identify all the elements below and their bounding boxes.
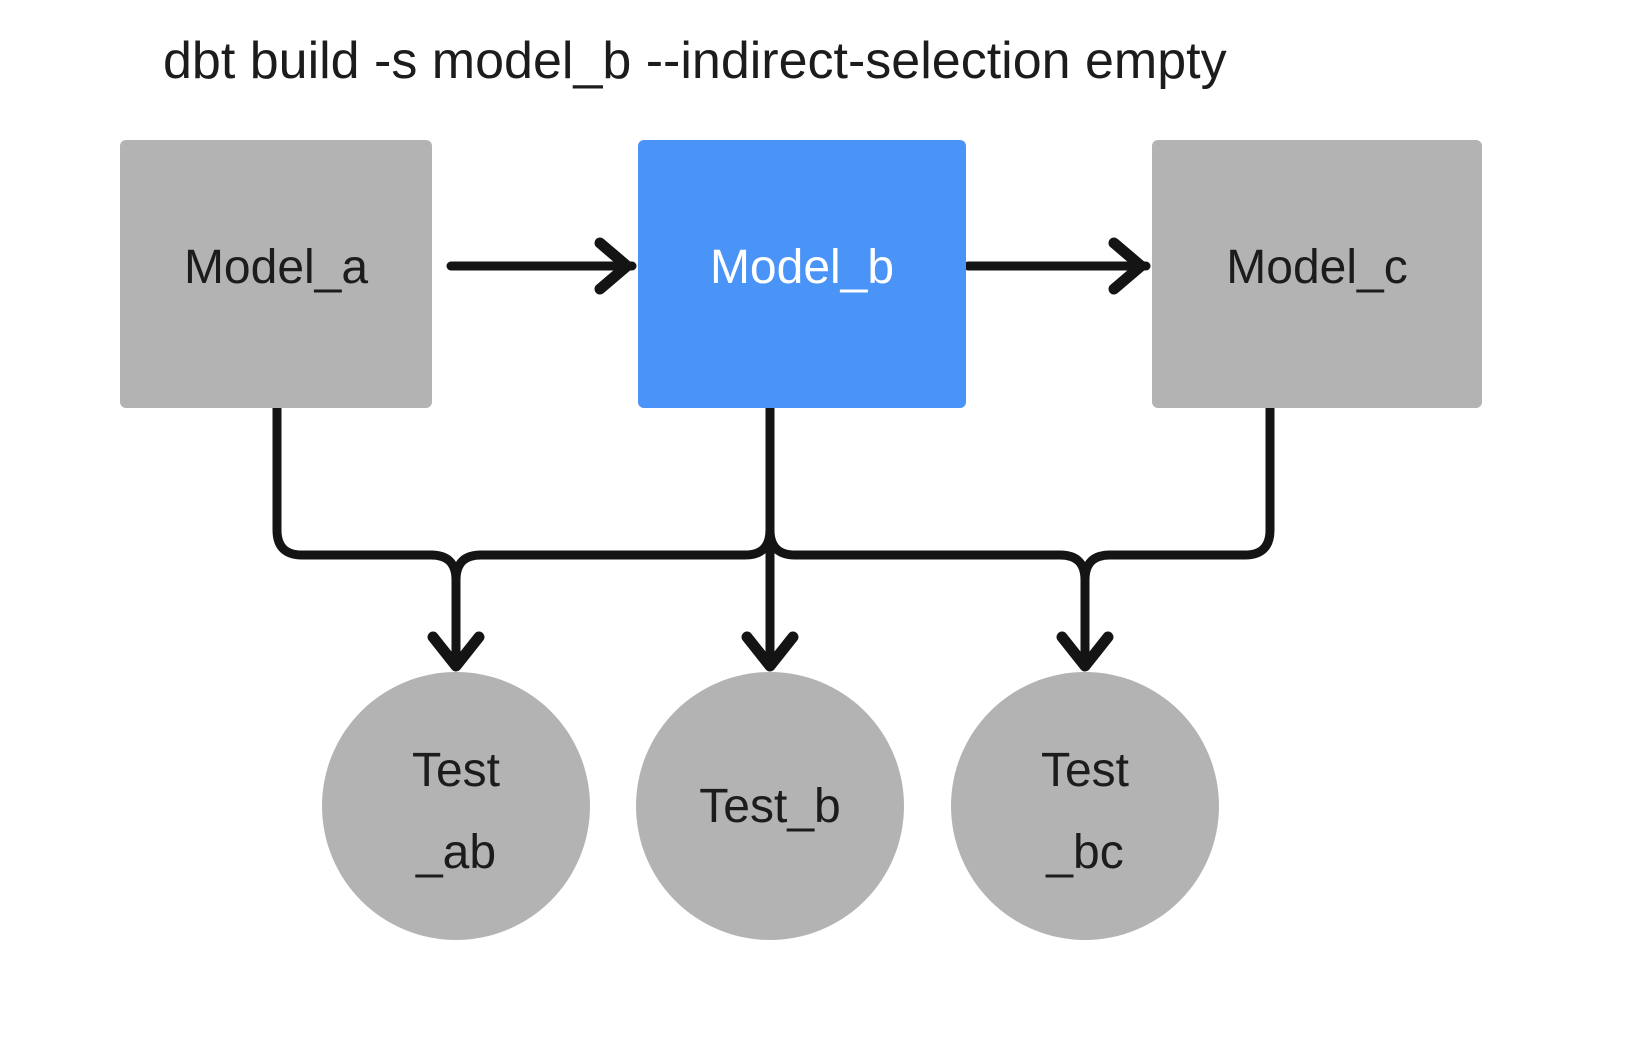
node-test-ab-shape[interactable] — [322, 672, 590, 940]
node-model-b-label: Model_b — [710, 241, 894, 294]
node-test-b-label-line-1: Test_b — [699, 780, 840, 833]
node-test-ab[interactable]: Test _ab — [322, 672, 590, 940]
edge-model-b-to-model-c — [963, 237, 1151, 295]
node-test-bc-shape[interactable] — [951, 672, 1219, 940]
node-model-a-shape[interactable] — [120, 140, 432, 408]
node-model-b-shape[interactable] — [638, 140, 966, 408]
arrowhead-icon — [427, 631, 485, 672]
edge-model-a-to-model-b — [446, 237, 637, 295]
arrowhead-icon — [1056, 631, 1114, 672]
node-test-b-shape[interactable] — [636, 672, 904, 940]
node-test-b[interactable]: Test_b — [636, 672, 904, 940]
diagram-title: dbt build -s model_b --indirect-selectio… — [163, 32, 1227, 90]
edge-model-c-to-test-bc — [1080, 403, 1275, 585]
node-model-c-label: Model_c — [1226, 241, 1407, 294]
node-test-ab-label-line-1: Test — [412, 744, 500, 797]
node-test-ab-label-line-2: _ab — [415, 826, 496, 879]
arrowhead-icon — [1108, 237, 1147, 295]
edge-line — [451, 403, 775, 585]
node-model-c[interactable]: Model_c — [1152, 140, 1482, 408]
edge-line — [1080, 403, 1275, 585]
node-model-c-shape[interactable] — [1152, 140, 1482, 408]
edge-line — [272, 403, 461, 671]
node-model-a[interactable]: Model_a — [120, 140, 432, 408]
node-test-bc-label-line-1: Test — [1041, 744, 1129, 797]
node-model-b[interactable]: Model_b — [638, 140, 966, 408]
node-test-bc[interactable]: Test _bc — [951, 672, 1219, 940]
node-test-bc-label-line-2: _bc — [1045, 826, 1123, 879]
node-model-a-label: Model_a — [184, 241, 368, 294]
edge-model-a-to-test-ab — [272, 403, 485, 672]
edge-line — [765, 403, 1090, 671]
edge-model-b-to-test-ab — [451, 403, 775, 585]
arrowhead-icon — [594, 237, 633, 295]
edge-model-b-to-test-bc — [765, 403, 1114, 672]
arrowhead-icon — [741, 631, 799, 672]
